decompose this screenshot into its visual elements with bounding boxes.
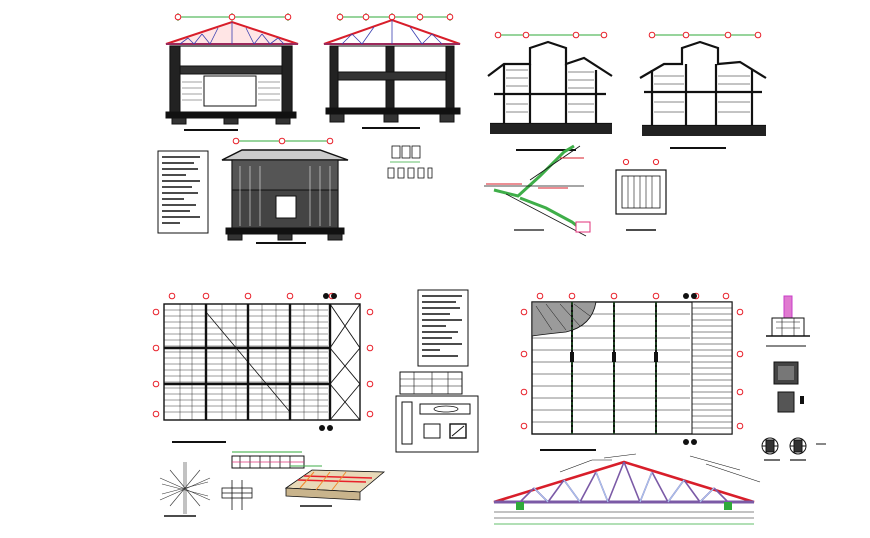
stair-flight xyxy=(519,196,583,232)
grid-axis-bubble xyxy=(494,31,608,39)
rebar-joint-3d xyxy=(159,462,211,517)
north-arrow-icon xyxy=(319,425,333,431)
elevation-2 xyxy=(323,13,461,129)
roof-truss xyxy=(323,18,461,45)
grid-axis-bubble xyxy=(232,137,334,145)
foundation xyxy=(642,126,766,136)
grid-axis-bubble xyxy=(622,158,660,166)
roof-hip-area xyxy=(531,301,597,337)
section-hatch xyxy=(506,69,594,113)
foundation xyxy=(490,124,612,134)
column-footing-detail xyxy=(766,295,810,347)
roof-purlins xyxy=(532,313,690,423)
notes-block xyxy=(157,150,209,234)
column-section-detail xyxy=(773,361,804,413)
north-arrow-icon xyxy=(323,293,337,299)
truss-secondary xyxy=(533,471,715,503)
front-elevation xyxy=(221,137,349,244)
wall-frame xyxy=(325,45,461,123)
roof-plan xyxy=(520,292,744,451)
stair-opening xyxy=(329,303,361,421)
slab-isometric xyxy=(284,465,386,507)
section-outline xyxy=(487,40,613,126)
section-hatch xyxy=(654,75,750,113)
grid-axis-bubble xyxy=(174,13,292,21)
truss-elevation xyxy=(493,453,761,525)
truss-top-chord xyxy=(493,460,755,504)
stair-section xyxy=(484,144,591,237)
stair-flight xyxy=(493,144,575,198)
spec-table-notes xyxy=(417,289,469,367)
roof-edge-band xyxy=(691,301,733,435)
section-2 xyxy=(639,31,767,149)
spec-table-schedule xyxy=(399,371,463,395)
column-connection-detail xyxy=(221,480,253,510)
truss-webs xyxy=(519,461,729,503)
north-arrow-icon xyxy=(683,293,697,299)
beam-detail-panel xyxy=(395,395,479,453)
truss-supports xyxy=(516,502,732,510)
beam-section-strip xyxy=(231,451,305,469)
section-1 xyxy=(487,31,613,151)
anchor-details xyxy=(761,437,826,461)
floor-plan-framing xyxy=(152,292,374,443)
elevation-1 xyxy=(165,13,299,131)
north-arrow-icon xyxy=(683,439,697,445)
grid-axis-bubble xyxy=(152,292,374,418)
roof-truss xyxy=(165,20,299,45)
slab-joists xyxy=(164,304,328,420)
stair-plan xyxy=(615,158,667,231)
elevation-outline xyxy=(221,149,349,241)
grid-axis-bubble xyxy=(648,31,762,39)
diagonal-brace xyxy=(205,311,291,413)
column-details xyxy=(387,145,433,179)
grid-axis-bubble xyxy=(336,13,454,21)
wall-frame xyxy=(165,45,297,125)
grid-axis-bubble xyxy=(520,292,744,430)
